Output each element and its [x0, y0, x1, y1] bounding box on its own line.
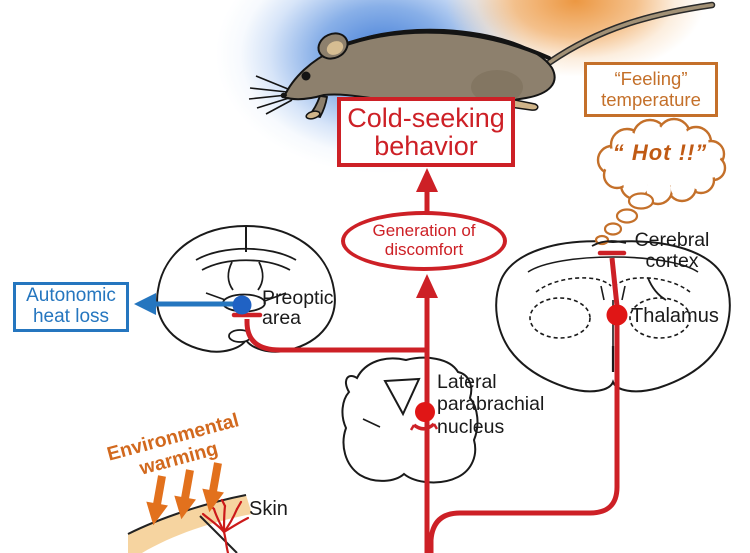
thought-bubble [596, 117, 727, 206]
discomfort-line1: Generation of [372, 221, 476, 241]
behavior-line2: behavior [374, 131, 478, 161]
preoptic-area-label: Preoptic area [262, 287, 334, 330]
cold-seeking-behavior-box: Cold-seeking behavior [337, 97, 515, 167]
brain-section-pontine [341, 356, 479, 484]
arrowhead-to-discomfort [416, 274, 438, 298]
skin-label: Skin [249, 498, 288, 520]
ascending-pathway-line [416, 274, 438, 553]
cerebral-cortex-leader-line [591, 240, 667, 301]
hot-thought-text: “ Hot !!” [612, 140, 708, 165]
preoptic-neuron-dot [232, 295, 252, 315]
autonomic-line2: heat loss [32, 306, 110, 327]
lateral-parabrachial-nucleus-label: Lateral parabrachial nucleus [437, 371, 545, 438]
feeling-line1: “Feeling” [614, 68, 688, 90]
skin-nerve-endings [201, 498, 250, 553]
autonomic-output-arrow [134, 293, 252, 315]
arrowhead-to-heat-loss [134, 293, 156, 315]
thalamus-neuron-dot [606, 304, 628, 326]
generation-of-discomfort-oval: Generation of discomfort [341, 211, 507, 271]
autonomic-heat-loss-box: Autonomic heat loss [13, 282, 129, 332]
lpb-neuron-dot [409, 402, 439, 431]
thalamus-label: Thalamus [631, 305, 719, 327]
autonomic-line1: Autonomic [26, 285, 116, 307]
cerebral-cortex-label: Cerebral cortex [634, 229, 710, 273]
feeling-line2: temperature [601, 88, 701, 110]
feeling-temperature-box: “Feeling” temperature [584, 62, 718, 117]
behavior-line1: Cold-seeking [347, 102, 505, 133]
lpb-to-poa-branch [231, 312, 427, 353]
discomfort-line2: discomfort [384, 240, 464, 259]
skin-leader-line [199, 515, 238, 553]
arrowhead-to-behavior [416, 168, 438, 192]
discomfort-to-behavior-arrow [416, 168, 438, 214]
warming-arrows [146, 462, 224, 526]
spinothalamic-branch [428, 250, 627, 553]
mouse-icon [248, 1, 716, 120]
